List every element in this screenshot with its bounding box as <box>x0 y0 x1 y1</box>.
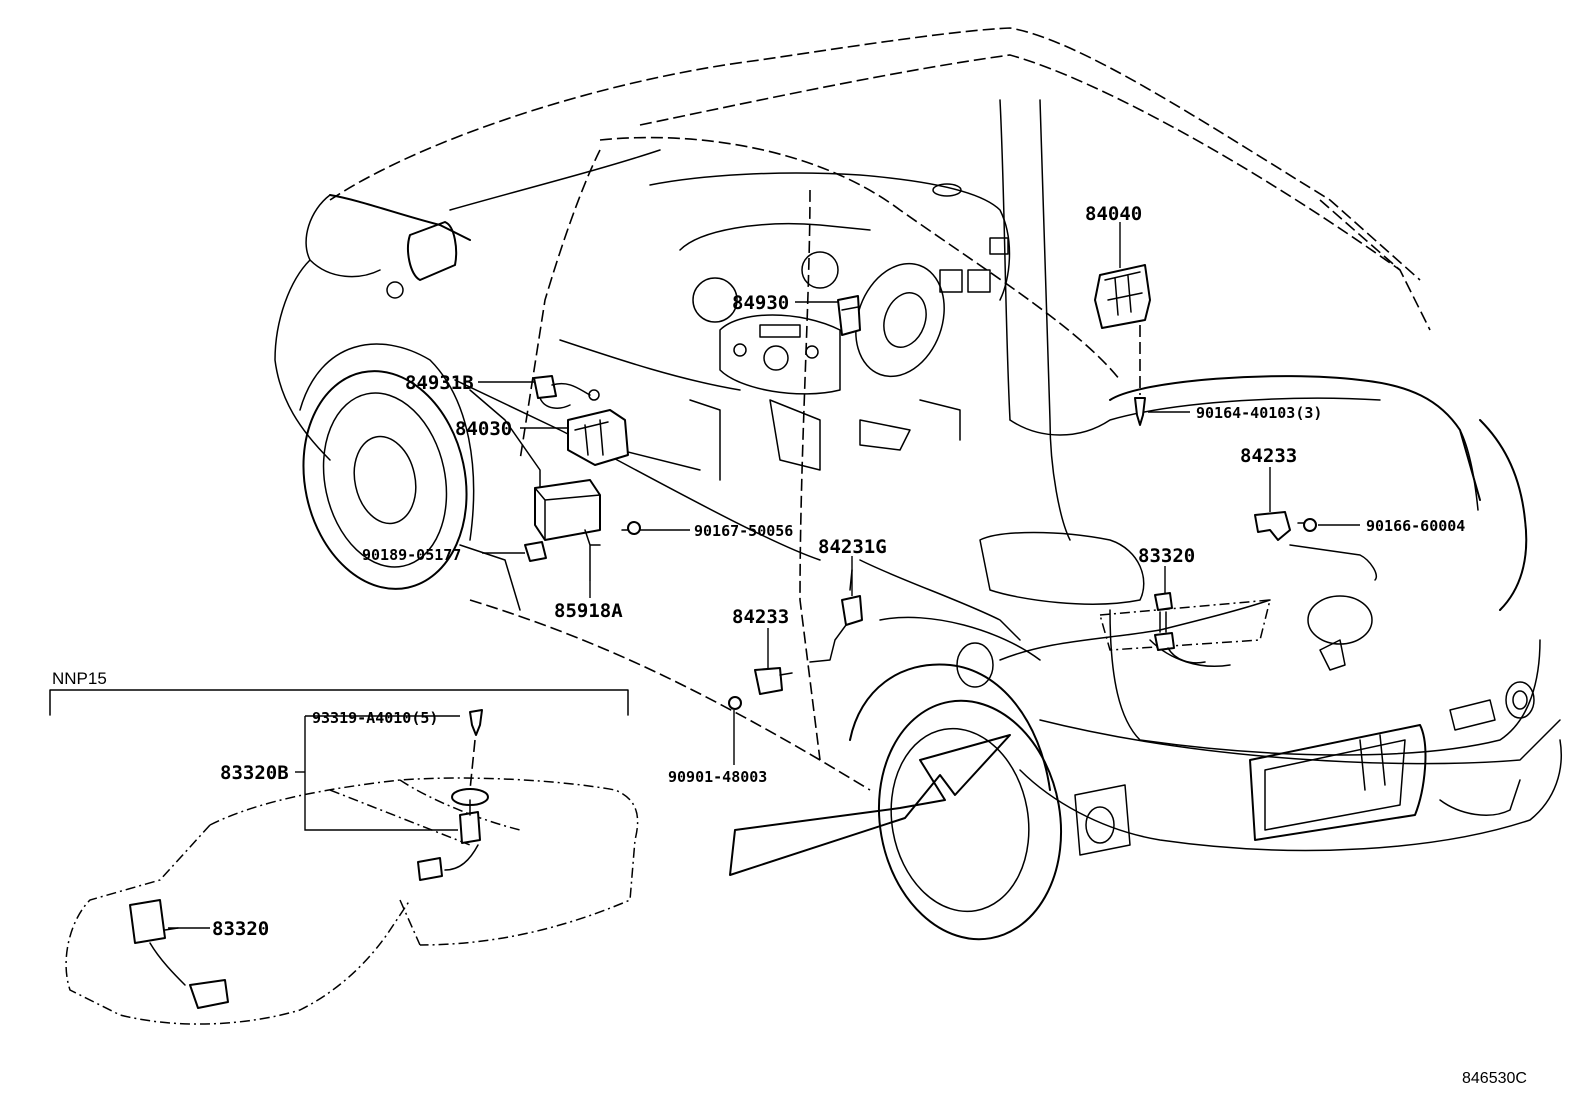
label-90166-60004: 90166-60004 <box>1366 517 1465 535</box>
label-84231g: 84231G <box>818 536 887 558</box>
component-90167 <box>621 521 641 535</box>
label-90167-50056: 90167-50056 <box>694 522 793 540</box>
component-84233-door <box>728 667 793 710</box>
component-83320-rear <box>1154 592 1206 664</box>
label-84931b: 84931B <box>405 372 474 394</box>
component-84231g <box>809 569 863 663</box>
label-90901-48003: 90901-48003 <box>668 768 767 786</box>
component-84030 <box>567 409 629 466</box>
label-85918a: 85918A <box>554 600 623 622</box>
label-83320b: 83320B <box>220 762 289 784</box>
component-84930 <box>837 295 861 336</box>
nnp15-inset <box>49 689 639 1025</box>
component-85918a <box>534 479 601 581</box>
label-93319-a4010: 93319-A4010(5) <box>312 709 438 727</box>
component-84233-rear <box>1254 511 1317 541</box>
component-84040 <box>1094 264 1151 395</box>
label-84233-door: 84233 <box>732 606 789 628</box>
group-label-nnp15: NNP15 <box>52 669 107 688</box>
component-90164-screw <box>1134 397 1146 426</box>
leader-lines <box>168 222 1360 929</box>
label-83320-tank: 83320 <box>212 918 269 940</box>
view-arrow <box>729 734 1011 876</box>
label-84233-rear: 84233 <box>1240 445 1297 467</box>
component-84931b <box>533 375 600 409</box>
figure-code: 846530C <box>1462 1070 1527 1087</box>
label-83320-rear: 83320 <box>1138 545 1195 567</box>
label-84030: 84030 <box>455 418 512 440</box>
label-90189-05177: 90189-05177 <box>362 546 461 564</box>
part-labels: 84040 84930 84931B 84030 90164-40103(3) … <box>52 203 1527 1087</box>
label-90164-40103: 90164-40103(3) <box>1196 404 1322 422</box>
label-84040: 84040 <box>1085 203 1142 225</box>
component-90189 <box>524 541 547 562</box>
label-84930: 84930 <box>732 292 789 314</box>
